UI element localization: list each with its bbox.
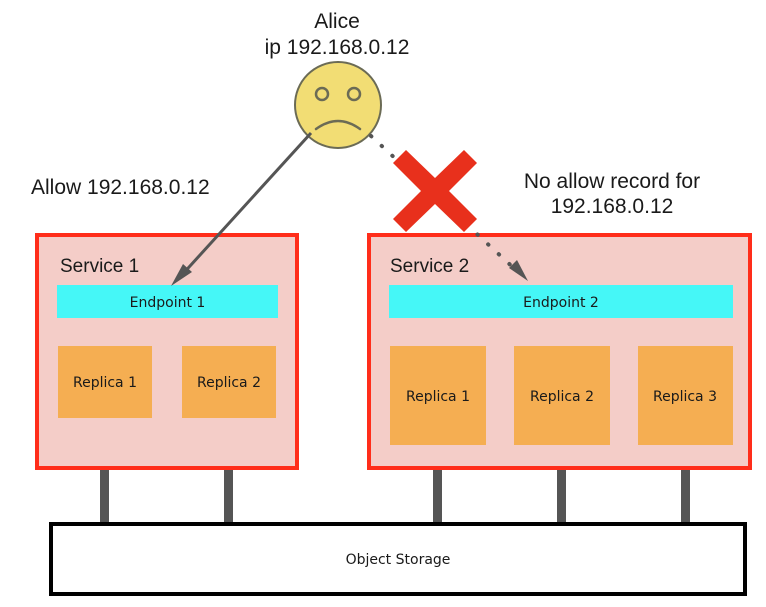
replica-box[interactable]: Replica 3 (638, 346, 733, 445)
replica-label: Replica 2 (530, 389, 594, 405)
endpoint-2-label: Endpoint 2 (523, 295, 599, 311)
service-2-title: Service 2 (390, 256, 469, 277)
object-storage-label: Object Storage (346, 552, 451, 568)
solid-arrow-allow (171, 131, 313, 286)
allow-record-label: Allow 192.168.0.12 (31, 176, 210, 199)
replica-box[interactable]: Replica 1 (58, 346, 152, 418)
replica-box[interactable]: Replica 2 (514, 346, 610, 445)
endpoint-2-box[interactable]: Endpoint 2 (389, 285, 733, 318)
replica-box[interactable]: Replica 2 (182, 346, 276, 418)
replica-label: Replica 1 (73, 375, 137, 391)
endpoint-1-box[interactable]: Endpoint 1 (57, 285, 278, 318)
replica-label: Replica 3 (653, 389, 717, 405)
deny-record-label-line1: No allow record for (524, 170, 700, 193)
replica-box[interactable]: Replica 1 (390, 346, 486, 445)
deny-record-label-line2: 192.168.0.12 (551, 195, 674, 218)
object-storage-box[interactable]: Object Storage (49, 522, 747, 596)
red-x-deny-icon (393, 150, 477, 232)
replica-label: Replica 2 (197, 375, 261, 391)
actor-name-label: Alice (314, 10, 360, 33)
endpoint-1-label: Endpoint 1 (130, 295, 206, 311)
actor-ip-label: ip 192.168.0.12 (265, 36, 410, 59)
replica-label: Replica 1 (406, 389, 470, 405)
sad-face-icon (294, 61, 382, 149)
service-1-title: Service 1 (60, 256, 139, 277)
